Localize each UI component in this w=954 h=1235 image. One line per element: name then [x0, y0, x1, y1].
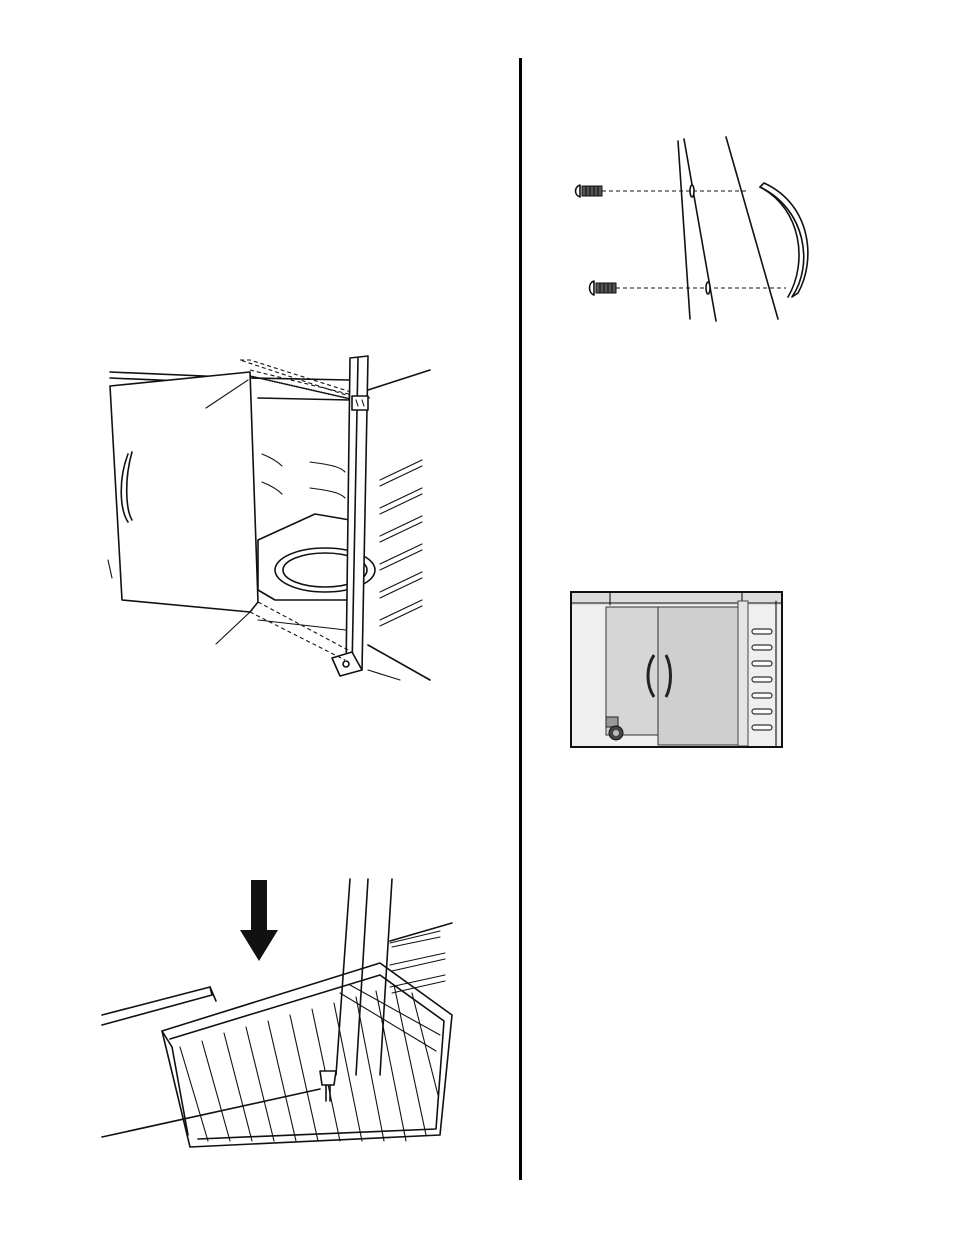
screw-icon [590, 281, 617, 295]
door-handle-screws-illustration [570, 135, 820, 325]
down-arrow-icon [240, 880, 278, 961]
screw-icon [576, 185, 603, 197]
cabinet-doors-photo [572, 593, 781, 746]
rack-install-figure [100, 875, 456, 1155]
wire-rack-illustration [100, 875, 456, 1155]
completed-doors-figure [570, 591, 783, 748]
handle-screws-figure [570, 135, 820, 325]
door-install-figure [100, 350, 440, 690]
cabinet-door-hinge-illustration [100, 350, 440, 690]
column-divider [519, 58, 522, 1180]
